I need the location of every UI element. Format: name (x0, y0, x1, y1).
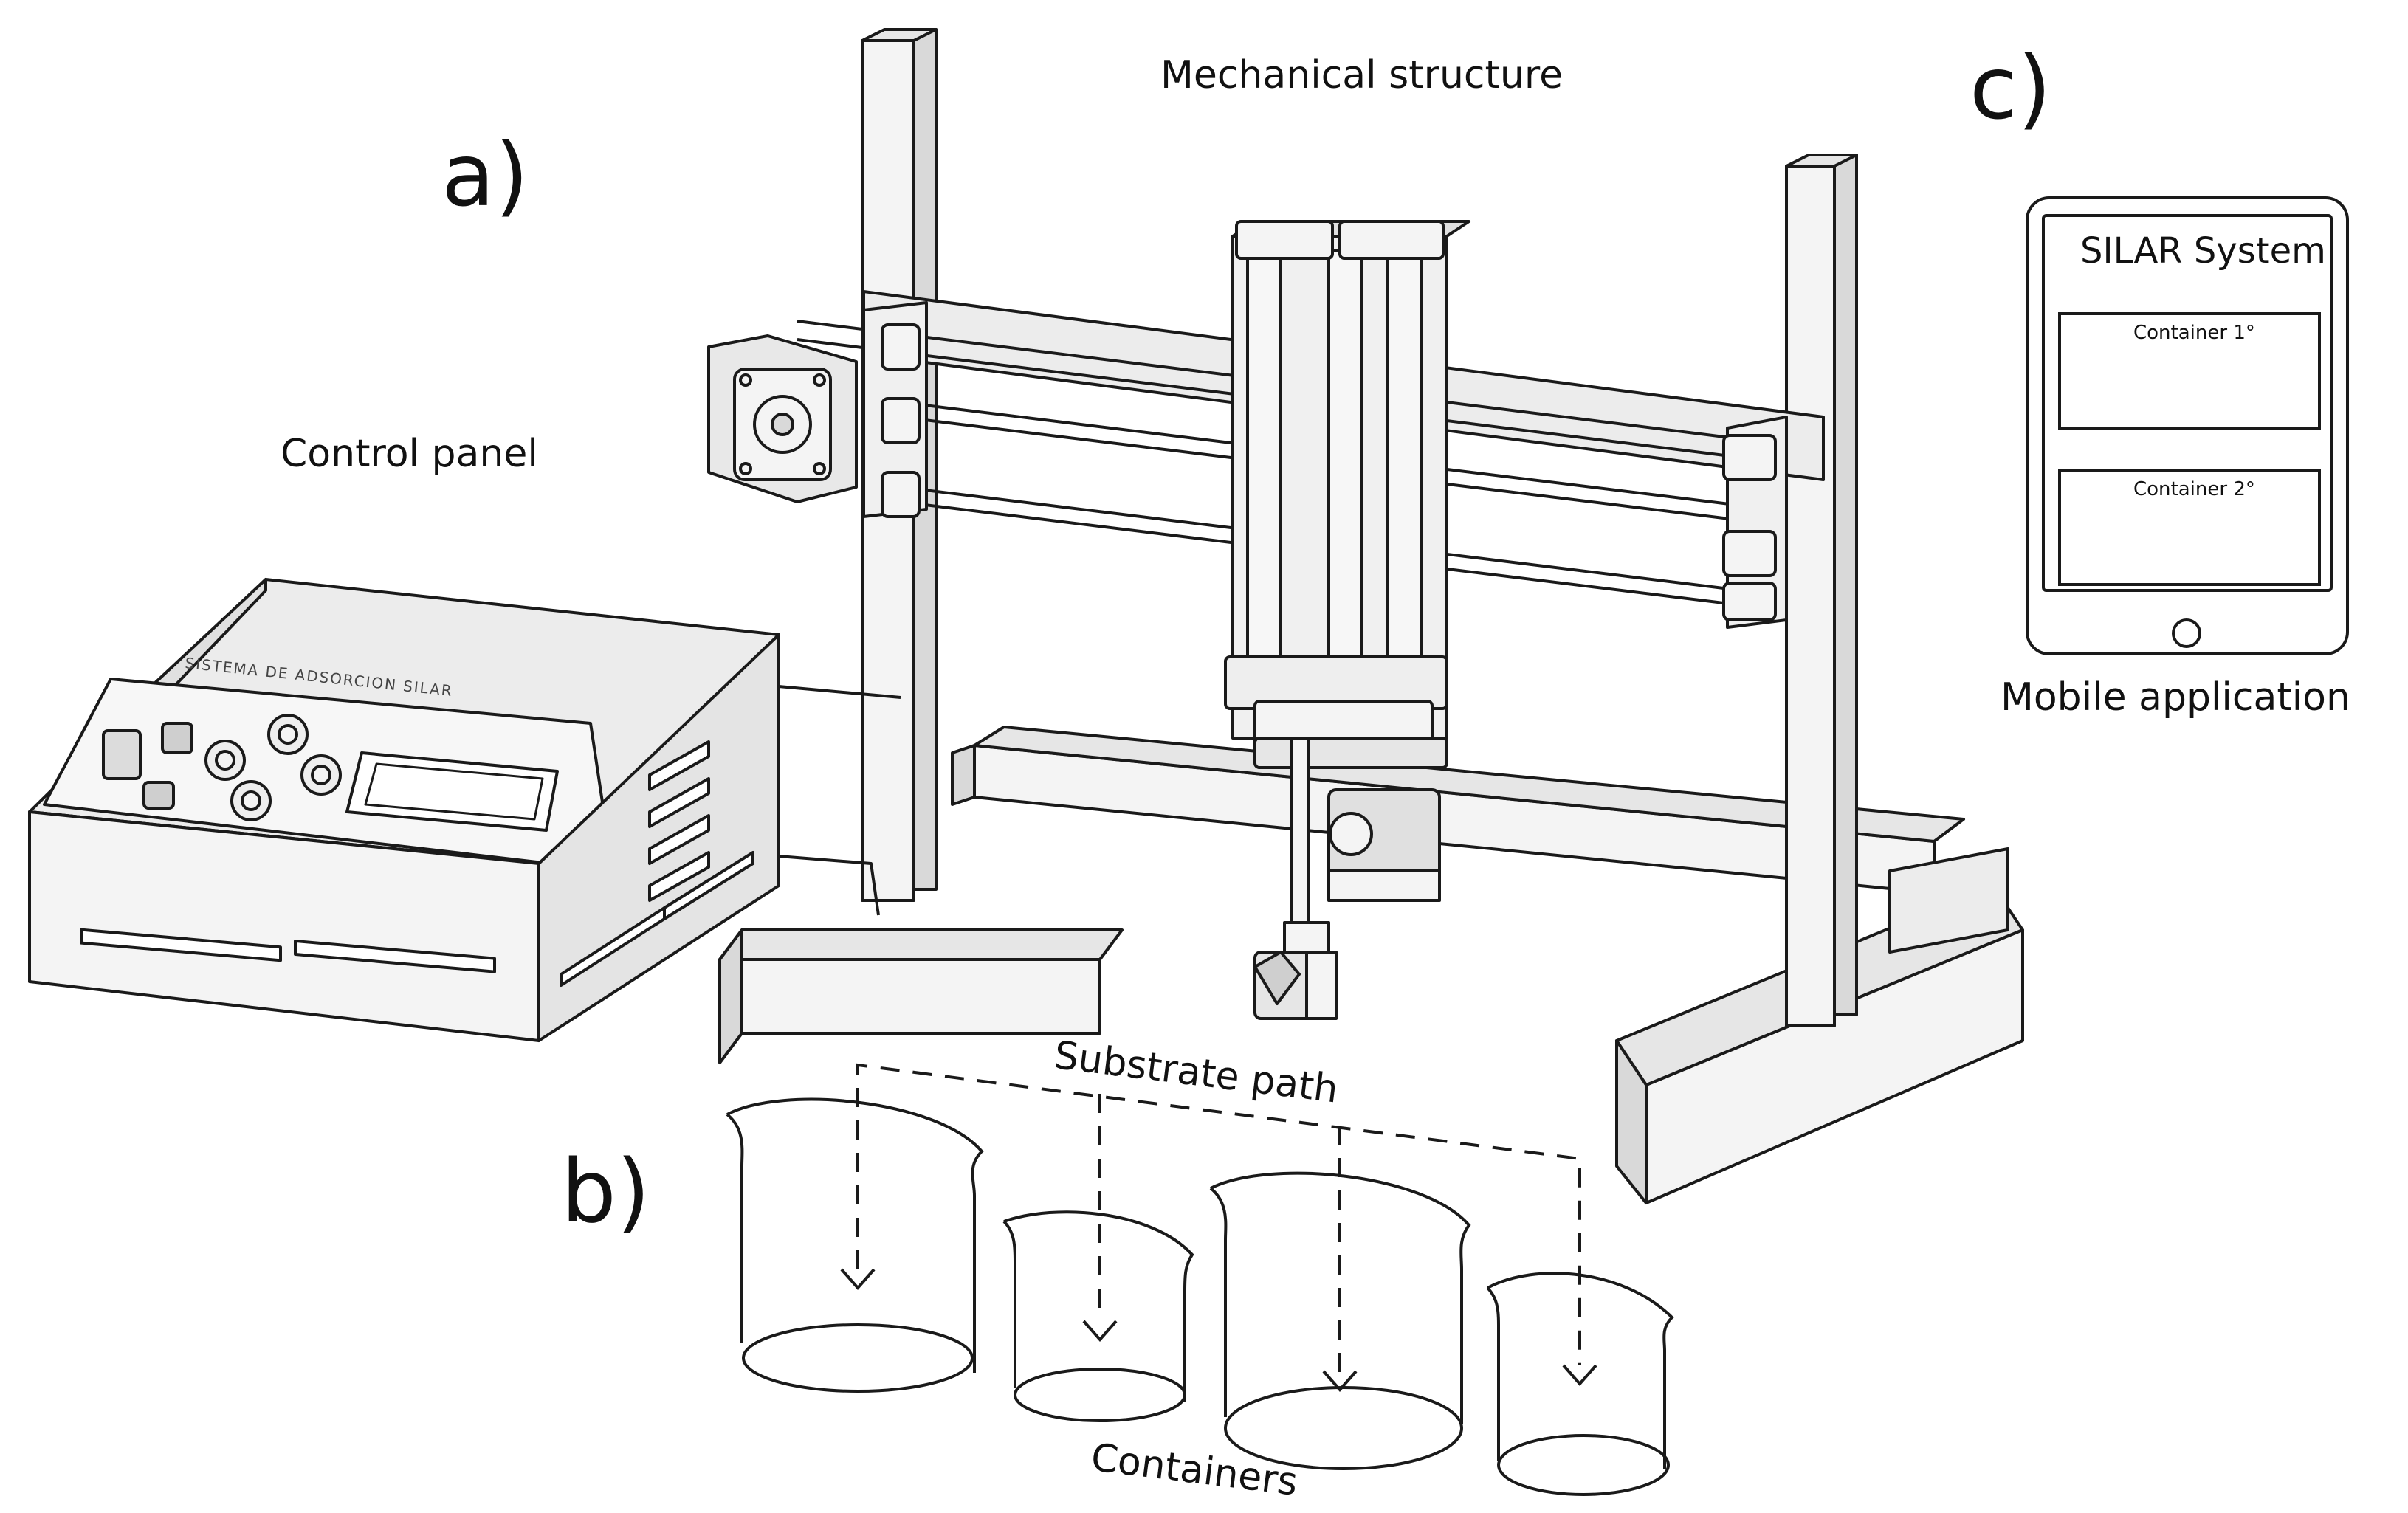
substrate-path-arrows (840, 1268, 1597, 1393)
x-axis-left-bracket (862, 301, 928, 518)
beaker-2 (1002, 1210, 1194, 1422)
app-title: SILAR System (2080, 230, 2326, 272)
control-panel-box (28, 578, 901, 1042)
stepper-motor (707, 334, 858, 503)
home-button-icon[interactable] (2172, 618, 2201, 648)
containers (726, 1097, 1674, 1496)
mobile-application-label: Mobile application (2001, 675, 2350, 720)
container-1-box[interactable] (2058, 312, 2321, 430)
control-panel-label: Control panel (281, 432, 538, 476)
tablet-screen (2042, 214, 2333, 592)
right-column (1785, 154, 1858, 1027)
panel-label-c: c) (1970, 37, 2051, 139)
panel-label-b: b) (561, 1140, 650, 1242)
beaker-1 (726, 1097, 984, 1393)
x-axis-right-bracket (1722, 416, 1788, 629)
container-2-label: Container 2° (2133, 478, 2255, 500)
container-1-label: Container 1° (2133, 322, 2255, 344)
substrate-holder (1253, 737, 1338, 1020)
beaker-3 (1209, 1171, 1471, 1470)
base-beam-back (951, 726, 1965, 895)
mechanical-structure (707, 28, 2024, 1204)
tablet-frame (2026, 196, 2349, 655)
beaker-4 (1486, 1272, 1674, 1496)
z-axis-carriage (1224, 220, 1470, 902)
base-beam-left (718, 928, 1124, 1064)
container-2-box[interactable] (2058, 469, 2321, 586)
mechanical-structure-label: Mechanical structure (1160, 53, 1564, 97)
substrate-path (856, 1063, 1581, 1373)
tablet-device (2026, 196, 2349, 655)
panel-label-a: a) (441, 124, 529, 226)
